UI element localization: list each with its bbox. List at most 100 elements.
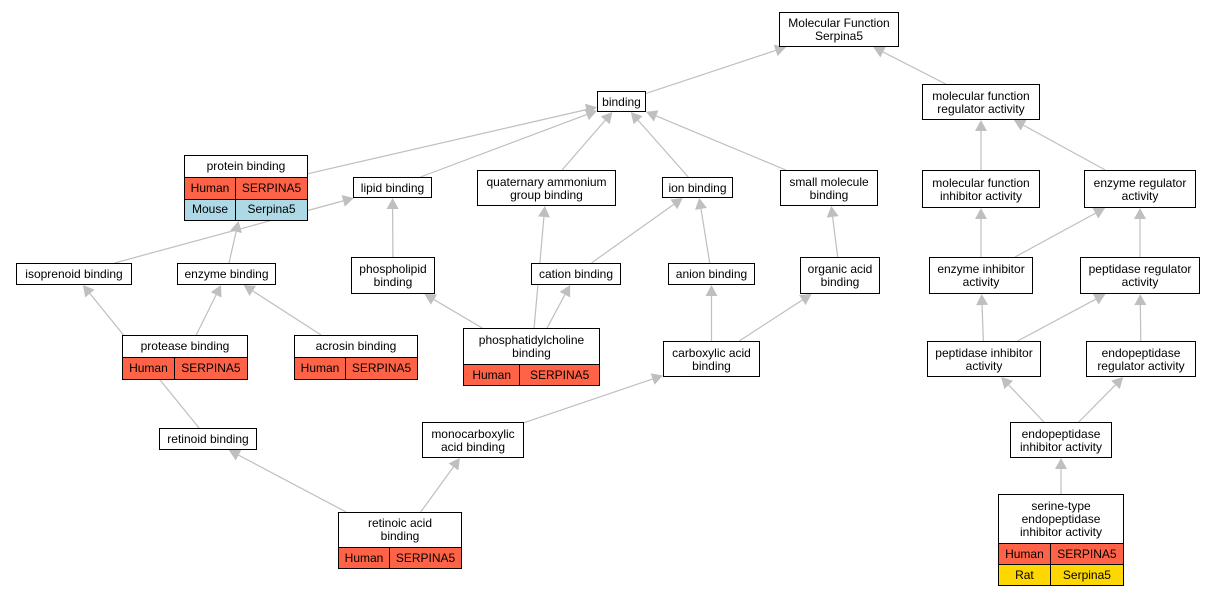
edge-enzyme_binding-to-protein_binding <box>228 231 237 264</box>
go-term-lipid-binding[interactable]: lipid binding <box>353 177 432 198</box>
go-term-molecular-function[interactable]: Molecular Function Serpina5 <box>779 12 899 47</box>
edge-protein_binding-to-binding <box>307 109 587 175</box>
edge-arrowhead <box>386 198 399 210</box>
go-term-title: small molecule binding <box>789 174 869 202</box>
go-term-carboxylic[interactable]: carboxylic acid binding <box>663 341 760 377</box>
edge-arrowhead <box>630 112 643 125</box>
edge-arrowhead <box>695 198 707 210</box>
edge-arrowhead <box>1001 377 1014 390</box>
go-term-serine-type[interactable]: serine-type endopeptidase inhibitor acti… <box>998 494 1124 586</box>
edge-arrowhead <box>448 458 460 471</box>
edge-arrowhead <box>976 294 989 306</box>
edge-arrowhead <box>705 285 718 296</box>
go-term-title: molecular function regulator activity <box>932 88 1030 116</box>
edge-arrowhead <box>1055 458 1067 469</box>
go-term-title: endopeptidase inhibitor activity <box>1019 426 1103 454</box>
go-term-title: enzyme regulator activity <box>1093 175 1187 203</box>
species-cell: Human <box>190 180 230 195</box>
species-cell: Human <box>1005 546 1044 561</box>
go-term-title: lipid binding <box>360 180 425 195</box>
go-term-title: protease binding <box>140 339 230 353</box>
go-term-monocarboxylic[interactable]: monocarboxylic acid binding <box>422 422 524 458</box>
go-term-title: isoprenoid binding <box>25 267 123 281</box>
species-cell: Human <box>344 550 384 565</box>
go-term-title: protein binding <box>206 159 286 173</box>
go-term-anion[interactable]: anion binding <box>668 263 755 285</box>
go-term-retinoid[interactable]: retinoid binding <box>159 428 257 450</box>
edge-retinoic-to-retinoid <box>238 454 347 513</box>
go-term-enzyme-inhibitor[interactable]: enzyme inhibitor activity <box>929 257 1033 294</box>
edge-arrowhead <box>600 112 613 125</box>
edge-arrowhead <box>873 46 886 58</box>
edge-protease_binding-to-enzyme_binding <box>195 294 217 336</box>
go-term-title: carboxylic acid binding <box>672 345 751 373</box>
go-term-enzyme-regulator[interactable]: enzyme regulator activity <box>1084 170 1196 208</box>
go-term-quaternary[interactable]: quaternary ammonium group binding <box>477 170 616 206</box>
go-term-title: organic acid binding <box>807 262 873 289</box>
go-term-endopeptidase-regulator[interactable]: endopeptidase regulator activity <box>1086 341 1196 377</box>
go-term-isoprenoid[interactable]: isoprenoid binding <box>16 263 132 285</box>
edge-endopeptidase_inhibitor-to-peptidase_inhibitor <box>1008 384 1045 423</box>
gene-cell: SERPINA5 <box>235 178 307 199</box>
edge-arrowhead <box>1092 293 1106 305</box>
edge-enzyme_inhibitor-to-enzyme_regulator <box>1014 212 1096 258</box>
edge-peptidase_inhibitor-to-enzyme_inhibitor <box>981 304 984 342</box>
go-term-peptidase-inhibitor[interactable]: peptidase inhibitor activity <box>927 341 1041 377</box>
gene-cell: SERPINA5 <box>519 365 599 385</box>
edge-arrowhead <box>243 285 257 297</box>
go-term-mf-inhibitor[interactable]: molecular function inhibitor activity <box>922 170 1040 208</box>
go-term-title: binding <box>602 94 641 109</box>
edge-lipid_binding-to-binding <box>420 114 587 178</box>
edge-arrowhead <box>650 373 663 385</box>
edge-anion-to-ion_binding <box>700 208 711 264</box>
go-term-organic-acid[interactable]: organic acid binding <box>800 257 880 294</box>
edge-arrowhead <box>773 44 787 57</box>
annotation-row: Rat Serpina5 <box>999 564 1123 585</box>
go-term-binding[interactable]: binding <box>597 91 646 112</box>
edge-quaternary-to-binding <box>561 119 606 171</box>
gene-cell: SERPINA5 <box>345 358 417 379</box>
edge-carboxylic-to-organic_acid <box>738 299 803 342</box>
go-term-peptidase-regulator[interactable]: peptidase regulator activity <box>1080 257 1200 294</box>
go-term-endopeptidase-inhibitor[interactable]: endopeptidase inhibitor activity <box>1010 422 1112 458</box>
go-term-enzyme-binding[interactable]: enzyme binding <box>177 263 276 285</box>
edge-binding-to-molecular_function <box>645 49 776 94</box>
go-term-ion-binding[interactable]: ion binding <box>662 177 733 198</box>
edge-enzyme_regulator-to-mf_regulator <box>1023 124 1106 171</box>
edge-mf_regulator-to-molecular_function <box>882 51 947 85</box>
gene-cell: SERPINA5 <box>1049 544 1123 564</box>
gene-cell: Serpina5 <box>1049 565 1123 585</box>
go-term-phospholipid[interactable]: phospholipid binding <box>351 257 435 294</box>
edge-arrowhead <box>537 206 550 218</box>
edge-phosphatidylcholine-to-cation <box>546 294 566 329</box>
go-term-title: molecular function inhibitor activity <box>932 175 1030 203</box>
species-cell: Mouse <box>191 202 229 217</box>
go-term-title: serine-type endopeptidase inhibitor acti… <box>1019 498 1103 539</box>
go-term-title: enzyme binding <box>184 267 269 281</box>
edge-phosphatidylcholine-to-phospholipid <box>433 299 483 329</box>
gene-cell: SERPINA5 <box>389 548 461 568</box>
go-term-cation[interactable]: cation binding <box>531 263 621 285</box>
edge-arrowhead <box>646 110 659 122</box>
go-term-small-molecule[interactable]: small molecule binding <box>780 170 878 206</box>
go-term-title: endopeptidase regulator activity <box>1097 345 1185 373</box>
edge-cation-to-ion_binding <box>591 203 675 264</box>
go-term-title: Molecular Function Serpina5 <box>788 16 890 43</box>
go-term-title: peptidase regulator activity <box>1088 262 1192 289</box>
edge-arrowhead <box>584 108 597 121</box>
edge-arrowhead <box>210 285 222 298</box>
edge-arrowhead <box>1111 377 1124 390</box>
go-term-title: retinoid binding <box>167 432 249 446</box>
go-term-title: ion binding <box>668 180 727 195</box>
edge-arrowhead <box>559 285 571 298</box>
go-term-mf-regulator[interactable]: molecular function regulator activity <box>922 84 1040 120</box>
species-cell: Rat <box>1015 567 1034 582</box>
